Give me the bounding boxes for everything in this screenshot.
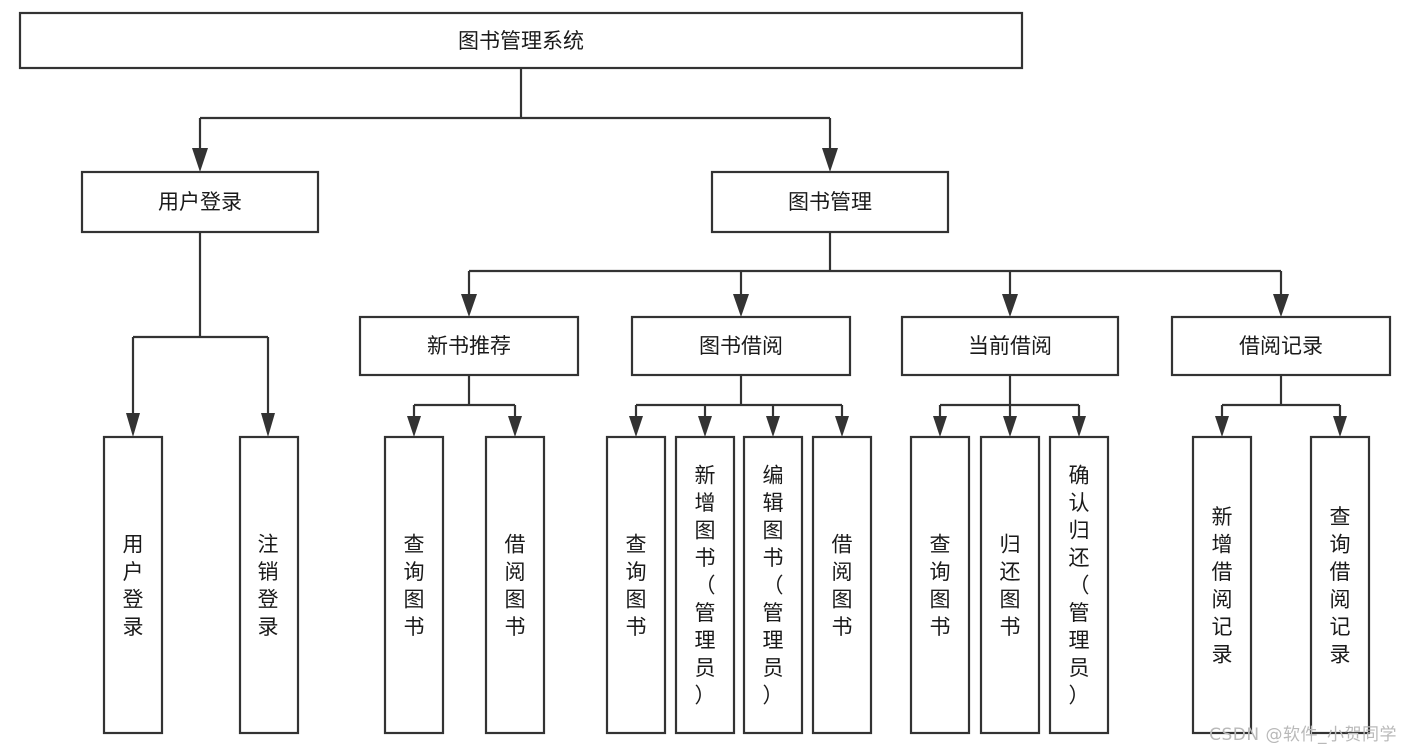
- node-leaf-query-book-3-box[interactable]: [909, 435, 971, 735]
- connector-group-root: [192, 68, 838, 172]
- node-book-borrow-label: 图书借阅: [699, 334, 783, 358]
- node-leaf-logout-label: 注销登录: [258, 533, 279, 640]
- arrow-head-leaf-return-book: [1003, 416, 1017, 437]
- node-user-login-label: 用户登录: [158, 190, 242, 214]
- node-borrow-record[interactable]: 借阅记录: [1170, 315, 1392, 377]
- node-leaf-add-book-label: 新增图书（管理员）: [695, 464, 716, 708]
- node-leaf-borrow-book-2-label: 借阅图书: [832, 533, 853, 640]
- connector-group-borrow-record: [1215, 375, 1347, 437]
- node-leaf-borrow-book-1[interactable]: 借阅图书: [484, 435, 546, 735]
- node-leaf-borrow-book-1-label: 借阅图书: [505, 533, 526, 640]
- arrow-head-leaf-add-record: [1215, 416, 1229, 437]
- node-book-borrow-box[interactable]: [630, 315, 852, 377]
- node-leaf-query-record-label: 查询借阅记录: [1330, 505, 1351, 667]
- node-leaf-query-book-3[interactable]: 查询图书: [909, 435, 971, 735]
- arrow-head-leaf-confirm-return: [1072, 416, 1086, 437]
- node-book-manage-label: 图书管理: [788, 190, 872, 214]
- connector-group-new-book-rec: [407, 375, 522, 437]
- node-leaf-borrow-book-2[interactable]: 借阅图书: [811, 435, 873, 735]
- node-book-manage[interactable]: 图书管理: [710, 170, 950, 234]
- arrow-head-current-borrow: [1002, 294, 1018, 317]
- node-leaf-logout-box[interactable]: [238, 435, 300, 735]
- arrow-head-leaf-query-book-1: [407, 416, 421, 437]
- node-new-book-rec-label: 新书推荐: [427, 334, 511, 358]
- arrow-head-leaf-user-login: [126, 413, 140, 437]
- connector-group-book-borrow: [629, 375, 849, 437]
- node-leaf-edit-book-box[interactable]: [742, 435, 804, 735]
- arrow-head-book-manage: [822, 148, 838, 172]
- node-current-borrow[interactable]: 当前借阅: [900, 315, 1120, 377]
- node-root-label: 图书管理系统: [458, 29, 584, 53]
- node-leaf-add-record-label: 新增借阅记录: [1212, 505, 1233, 667]
- arrow-head-leaf-query-book-2: [629, 416, 643, 437]
- node-leaf-query-book-2-box[interactable]: [605, 435, 667, 735]
- node-leaf-edit-book[interactable]: 编辑图书（管理员）: [742, 435, 804, 735]
- node-leaf-user-login-label: 用户登录: [123, 533, 144, 640]
- node-leaf-query-book-1[interactable]: 查询图书: [383, 435, 445, 735]
- node-root[interactable]: 图书管理系统: [18, 11, 1024, 70]
- node-leaf-query-book-1-box[interactable]: [383, 435, 445, 735]
- arrow-head-leaf-query-record: [1333, 416, 1347, 437]
- node-root-box[interactable]: [18, 11, 1024, 70]
- node-leaf-borrow-book-1-box[interactable]: [484, 435, 546, 735]
- node-new-book-rec[interactable]: 新书推荐: [358, 315, 580, 377]
- node-leaf-query-book-2[interactable]: 查询图书: [605, 435, 667, 735]
- node-user-login-box[interactable]: [80, 170, 320, 234]
- node-leaf-user-login[interactable]: 用户登录: [102, 435, 164, 735]
- arrow-head-leaf-query-book-3: [933, 416, 947, 437]
- node-leaf-add-book-box[interactable]: [674, 435, 736, 735]
- node-leaf-query-book-3-label: 查询图书: [930, 533, 951, 640]
- arrow-head-leaf-logout: [261, 413, 275, 437]
- connector-group-book-manage: [461, 232, 1289, 317]
- arrow-head-book-borrow: [733, 294, 749, 317]
- arrow-head-leaf-borrow-book-2: [835, 416, 849, 437]
- node-leaf-confirm-return-label: 确认归还（管理员）: [1069, 464, 1090, 708]
- node-leaf-return-book-box[interactable]: [979, 435, 1041, 735]
- node-book-borrow[interactable]: 图书借阅: [630, 315, 852, 377]
- arrow-head-leaf-edit-book: [766, 416, 780, 437]
- node-leaf-logout[interactable]: 注销登录: [238, 435, 300, 735]
- node-leaf-user-login-box[interactable]: [102, 435, 164, 735]
- node-current-borrow-box[interactable]: [900, 315, 1120, 377]
- arrow-head-user-login: [192, 148, 208, 172]
- node-leaf-edit-book-label: 编辑图书（管理员）: [763, 464, 784, 708]
- connector-group-current-borrow: [933, 375, 1086, 437]
- node-borrow-record-label: 借阅记录: [1239, 334, 1323, 358]
- node-book-manage-box[interactable]: [710, 170, 950, 234]
- csdn-watermark: CSDN @软件_小贺同学: [1209, 725, 1397, 745]
- node-leaf-return-book[interactable]: 归还图书: [979, 435, 1041, 735]
- arrow-head-leaf-add-book: [698, 416, 712, 437]
- node-leaf-borrow-book-2-box[interactable]: [811, 435, 873, 735]
- node-leaf-query-record-box[interactable]: [1309, 435, 1371, 735]
- node-leaf-query-record[interactable]: 查询借阅记录: [1309, 435, 1371, 735]
- arrow-head-borrow-record: [1273, 294, 1289, 317]
- node-leaf-add-record[interactable]: 新增借阅记录: [1191, 435, 1253, 735]
- node-leaf-confirm-return[interactable]: 确认归还（管理员）: [1048, 435, 1110, 735]
- node-new-book-rec-box[interactable]: [358, 315, 580, 377]
- connector-group-user-login: [126, 232, 275, 437]
- node-user-login[interactable]: 用户登录: [80, 170, 320, 234]
- node-leaf-return-book-label: 归还图书: [1000, 533, 1021, 640]
- arrow-head-leaf-borrow-book-1: [508, 416, 522, 437]
- node-leaf-add-book[interactable]: 新增图书（管理员）: [674, 435, 736, 735]
- node-leaf-add-record-box[interactable]: [1191, 435, 1253, 735]
- node-leaf-confirm-return-box[interactable]: [1048, 435, 1110, 735]
- node-leaf-query-book-1-label: 查询图书: [404, 533, 425, 640]
- arrow-head-new-book-rec: [461, 294, 477, 317]
- node-borrow-record-box[interactable]: [1170, 315, 1392, 377]
- node-current-borrow-label: 当前借阅: [968, 334, 1052, 358]
- node-leaf-query-book-2-label: 查询图书: [626, 533, 647, 640]
